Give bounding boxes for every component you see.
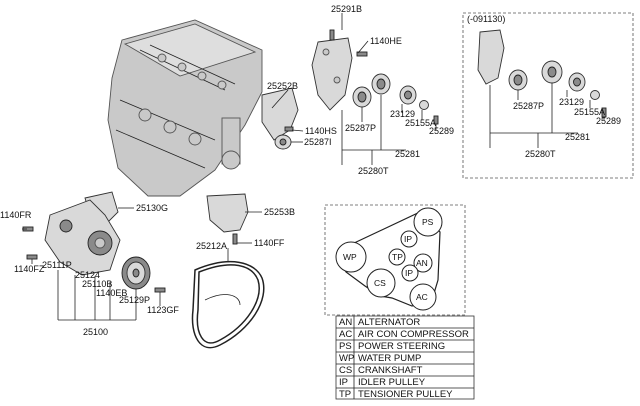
callout-25110B: 25110B <box>82 279 112 289</box>
callout-1140EB: 1140EB <box>96 288 127 298</box>
belt-label-ip-upper: IP <box>404 234 412 244</box>
callout-25253B: 25253B <box>264 207 295 217</box>
tensioner-assembly <box>206 29 439 245</box>
legend-code-ps: PS <box>339 341 352 352</box>
callout-25212A: 25212A <box>196 241 227 251</box>
legend-desc-power-steering: POWER STEERING <box>358 341 445 352</box>
callout-25280T: 25280T <box>358 166 389 176</box>
legend-desc-crankshaft: CRANKSHAFT <box>358 365 423 376</box>
callout-23129: 23129 <box>390 109 415 119</box>
legend-code-ip: IP <box>339 377 348 388</box>
belt-label-ps: PS <box>422 217 434 227</box>
legend-desc-tensioner-pulley: TENSIONER PULLEY <box>358 389 453 400</box>
engine-block-illustration <box>107 19 263 197</box>
callout-1140FR: 1140FR <box>0 210 32 220</box>
callout-1123GF: 1123GF <box>147 305 179 315</box>
callout-1140FF: 1140FF <box>254 238 285 248</box>
callout-25155A: 25155A <box>405 118 436 128</box>
belt-label-ip-lower: IP <box>405 268 413 278</box>
drive-belt-illustration <box>191 260 265 349</box>
water-pump-assembly <box>22 191 166 293</box>
leader-lines <box>22 13 437 321</box>
callout-25252B: 25252B <box>267 81 298 91</box>
legend-code-cs: CS <box>339 365 352 376</box>
callout-1140HS: 1140HS <box>305 126 337 136</box>
callout-25291B: 25291B <box>331 4 362 14</box>
inset-callout-25289: 25289 <box>596 116 621 126</box>
legend-code-wp: WP <box>339 353 354 364</box>
belt-label-ac: AC <box>416 292 428 302</box>
belt-label-tp: TP <box>392 252 403 262</box>
callout-25129P: 25129P <box>119 295 150 305</box>
legend-desc-idler-pulley: IDLER PULLEY <box>358 377 426 388</box>
legend-code-tp: TP <box>339 389 351 400</box>
callout-1140HE: 1140HE <box>370 36 402 46</box>
inset-callout-25155A: 25155A <box>574 107 605 117</box>
legend-desc-air-con: AIR CON COMPRESSOR <box>358 329 469 340</box>
callout-25130G: 25130G <box>136 203 168 213</box>
callout-25100: 25100 <box>83 327 108 337</box>
callout-25287P: 25287P <box>345 123 376 133</box>
callout-1140FZ: 1140FZ <box>14 264 45 274</box>
inset-callout-23129: 23129 <box>559 97 584 107</box>
belt-label-an: AN <box>416 258 428 268</box>
inset-title: (-091130) <box>467 14 505 24</box>
legend-desc-water-pump: WATER PUMP <box>358 353 421 364</box>
callout-25281: 25281 <box>395 149 420 159</box>
legend-code-ac: AC <box>339 329 352 340</box>
callout-25124: 25124 <box>75 270 100 280</box>
legend-desc-alternator: ALTERNATOR <box>358 317 420 328</box>
belt-routing-panel <box>324 204 466 316</box>
inset-callout-25287P: 25287P <box>513 101 544 111</box>
callout-25287I: 25287I <box>304 137 332 147</box>
inset-panel <box>462 12 634 179</box>
belt-label-cs: CS <box>374 278 386 288</box>
legend-table <box>335 315 475 400</box>
inset-callout-25280T: 25280T <box>525 149 556 159</box>
legend-code-an: AN <box>339 317 352 328</box>
inset-callout-25281: 25281 <box>565 132 590 142</box>
callout-25289: 25289 <box>429 126 454 136</box>
callout-25111P: 25111P <box>42 260 72 270</box>
belt-label-wp: WP <box>343 252 357 262</box>
